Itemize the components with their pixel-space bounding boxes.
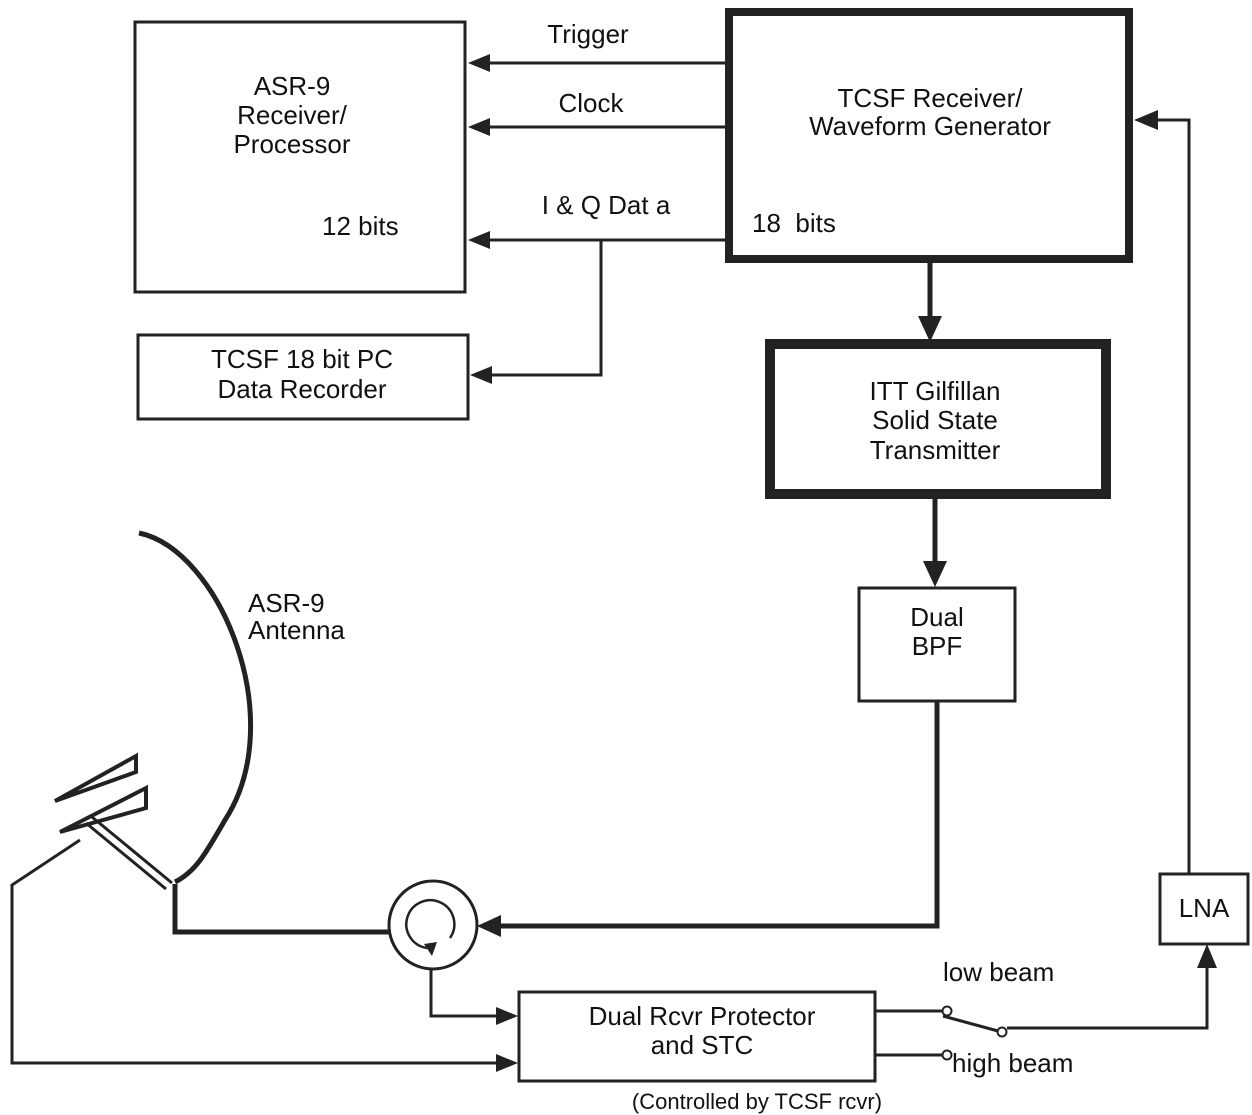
- rcvr-protector-block: Dual Rcvr Protector and STC (Controlled …: [517, 990, 882, 1114]
- low-beam-contact: [941, 1005, 953, 1017]
- beam-switch: low beam high beam: [875, 957, 1073, 1078]
- transmitter-line-3: Transmitter: [870, 435, 1001, 465]
- circulator-to-protector-arrowhead: [496, 1007, 518, 1025]
- iq-to-recorder-line: [492, 240, 603, 377]
- circulator: [387, 879, 479, 971]
- switch-to-lna-arrowhead: [1197, 944, 1217, 968]
- data-recorder-line-1: TCSF 18 bit PC: [211, 344, 393, 374]
- lna-block: LNA: [1158, 872, 1250, 946]
- asr9-receiver-bits: 12 bits: [322, 211, 399, 241]
- rcvr-protector-note: (Controlled by TCSF rcvr): [632, 1089, 882, 1114]
- transmitter-to-bpf-connector: [923, 499, 947, 587]
- iq-data-signal: I & Q Dat a: [468, 190, 729, 384]
- rcvr-protector-line-2: and STC: [651, 1030, 754, 1060]
- trigger-label: Trigger: [547, 19, 629, 49]
- lna-label: LNA: [1179, 893, 1230, 923]
- tcsf-receiver-line-2: Waveform Generator: [809, 111, 1051, 141]
- tcsf-receiver-box: [725, 8, 1133, 263]
- low-beam-label: low beam: [943, 957, 1054, 987]
- iq-data-arrowhead: [468, 231, 490, 249]
- dual-bpf-line-2: BPF: [912, 631, 963, 661]
- antenna-line-1: ASR-9: [248, 588, 325, 618]
- rcvr-protector-box: [517, 990, 877, 1083]
- lna-box: [1158, 872, 1250, 946]
- high-beam-label: high beam: [952, 1048, 1073, 1078]
- tcsf-receiver-line-1: TCSF Receiver/: [838, 83, 1024, 113]
- circulator-rotation-arrowhead: [424, 942, 437, 956]
- tcsf-receiver-block: TCSF Receiver/ Waveform Generator 18 bit…: [725, 8, 1133, 263]
- bpf-to-circulator-line: [500, 701, 940, 929]
- clock-arrowhead: [468, 118, 490, 136]
- asr9-receiver-line-1: ASR-9: [254, 71, 331, 101]
- data-recorder-box: [136, 333, 470, 421]
- antenna-feed-arm: [85, 815, 173, 891]
- lna-to-tcsf-connector: [1134, 110, 1191, 874]
- trigger-arrowhead: [468, 54, 490, 72]
- high-beam-feed-arrowhead: [496, 1054, 518, 1072]
- clock-label: Clock: [558, 88, 624, 118]
- asr9-receiver-line-3: Processor: [233, 129, 350, 159]
- high-beam-feed-line: [10, 838, 498, 1065]
- lna-to-tcsf-line: [1157, 118, 1191, 874]
- tcsf-to-transmitter-arrowhead: [918, 316, 942, 342]
- transmitter-to-bpf-arrowhead: [923, 561, 947, 587]
- lna-to-tcsf-arrowhead: [1134, 110, 1158, 130]
- antenna-horn-lower: [59, 784, 148, 834]
- switch-pivot: [996, 1026, 1008, 1038]
- circulator-to-protector-line: [429, 969, 498, 1018]
- bpf-to-circulator-connector: [477, 701, 940, 937]
- circulator-symbol: [387, 879, 479, 971]
- iq-data-label: I & Q Dat a: [542, 190, 671, 220]
- iq-to-recorder-arrowhead: [470, 366, 492, 384]
- asr9-receiver-block: ASR-9 Receiver/ Processor 12 bits: [133, 20, 467, 294]
- asr9-receiver-box: [133, 20, 467, 294]
- data-recorder-line-2: Data Recorder: [217, 374, 386, 404]
- tcsf-receiver-bits: 18 bits: [752, 208, 836, 238]
- switch-to-lna-line: [1007, 966, 1209, 1030]
- asr9-receiver-line-2: Receiver/: [237, 100, 348, 130]
- high-beam-feed-connector: [10, 838, 518, 1072]
- transmitter-line-2: Solid State: [872, 405, 998, 435]
- bpf-to-circulator-arrowhead: [477, 915, 501, 937]
- clock-signal: Clock: [468, 88, 729, 136]
- transmitter-line-1: ITT Gilfillan: [870, 376, 1001, 406]
- switch-to-lna-connector: [1007, 944, 1217, 1030]
- antenna-to-circulator-line: [172, 884, 390, 935]
- antenna-line-2: Antenna: [248, 615, 345, 645]
- transmitter-block: ITT Gilfillan Solid State Transmitter: [765, 339, 1111, 499]
- dual-bpf-block: Dual BPF: [857, 586, 1017, 703]
- antenna: ASR-9 Antenna: [54, 530, 345, 891]
- trigger-signal: Trigger: [468, 19, 729, 72]
- antenna-reflector: [138, 530, 253, 885]
- antenna-horn-upper: [54, 752, 138, 803]
- dual-bpf-line-1: Dual: [910, 602, 963, 632]
- switch-blade: [942, 1014, 999, 1033]
- circulator-rotation-arrow: [405, 898, 456, 950]
- tcsf-to-transmitter-connector: [918, 259, 942, 342]
- high-beam-contact: [941, 1049, 953, 1061]
- data-recorder-block: TCSF 18 bit PC Data Recorder: [136, 333, 470, 421]
- rcvr-protector-line-1: Dual Rcvr Protector: [589, 1001, 816, 1031]
- transmitter-box: [765, 339, 1111, 499]
- circulator-to-protector-connector: [429, 969, 518, 1025]
